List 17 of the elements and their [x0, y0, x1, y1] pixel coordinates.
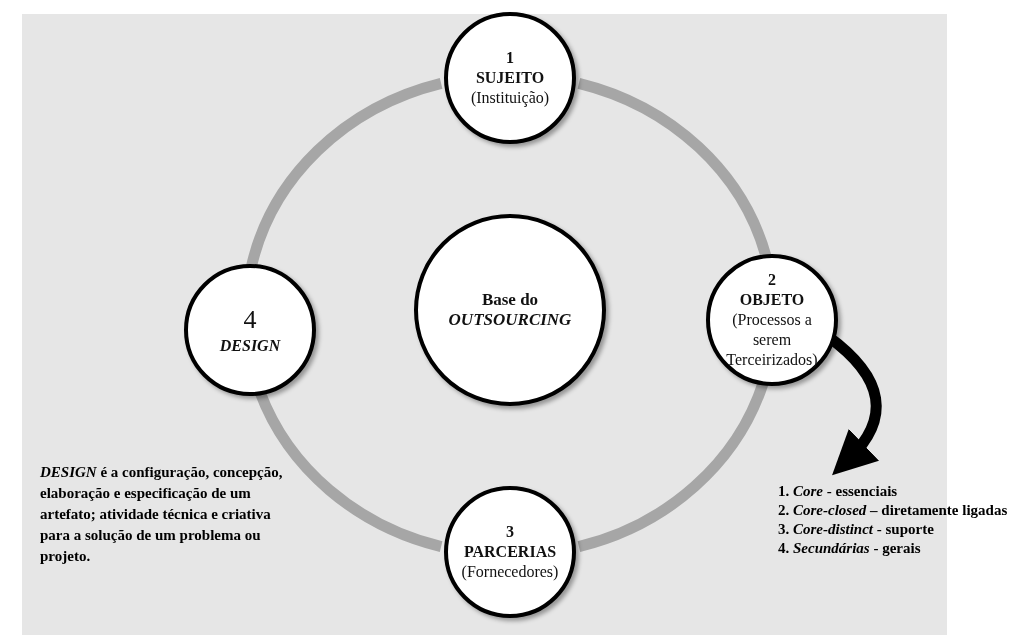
- circle-text: (Fornecedores): [461, 562, 559, 582]
- list-item: 4. Secundárias - gerais: [778, 539, 922, 558]
- step-number: 1: [506, 48, 514, 68]
- circle-text: (Instituição): [470, 88, 550, 108]
- circle-text: SUJEITO: [475, 68, 545, 88]
- list-item: 3. Core-distinct - suporte: [778, 520, 935, 539]
- definition-note: DESIGN é a configuração, concepção, elaboração e especificação de um artefato; atividade técnica e criativa para a solução de um problema ou projeto.: [40, 463, 284, 566]
- circle-text: OBJETO: [739, 290, 805, 310]
- list-item: 2. Core-closed – diretamente ligadas: [778, 501, 1008, 520]
- list-item: 1. Core - essenciais: [778, 482, 899, 501]
- circle-text: DESIGN: [219, 336, 281, 356]
- step-number: 3: [506, 522, 514, 542]
- circle-text: (Processos a serem Terceirizados): [725, 310, 819, 370]
- step-number: 4: [243, 304, 257, 336]
- circle-text: Base do OUTSOURCING: [447, 290, 573, 330]
- step-number: 2: [768, 270, 776, 290]
- circle-text: PARCERIAS: [463, 542, 557, 562]
